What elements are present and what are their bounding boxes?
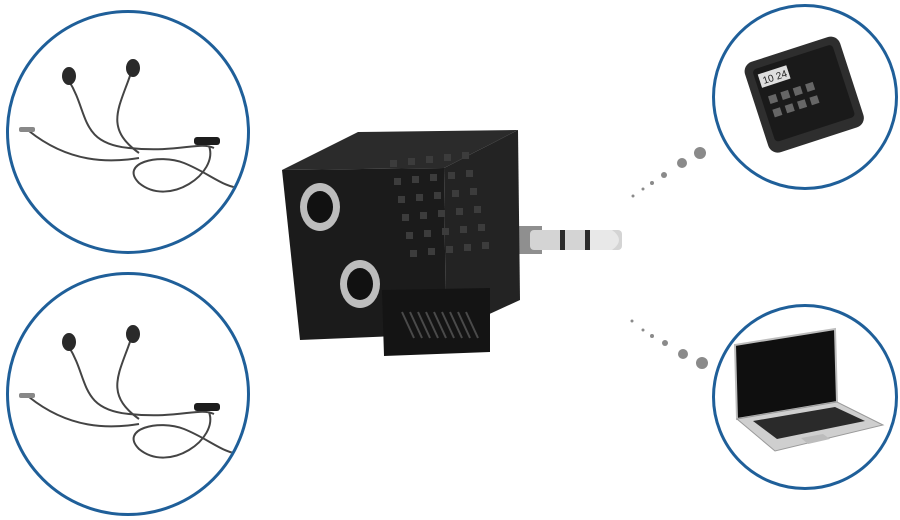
connector-to-laptop [630,319,708,369]
earphones-circle-bottom [6,272,250,516]
earphones-circle-top [6,10,250,254]
smartphone-circle: 10 24 [712,4,898,190]
connector-to-phone [631,147,706,198]
earphones-icon [19,59,242,193]
smartphone-icon: 10 24 [744,36,864,153]
jack-icon [300,183,340,231]
laptop-circle [712,304,898,490]
grip-texture [390,152,489,257]
laptop-icon [733,327,885,452]
earphones-icon [19,325,242,459]
jack-icon [340,260,380,308]
plug-icon [512,226,622,254]
